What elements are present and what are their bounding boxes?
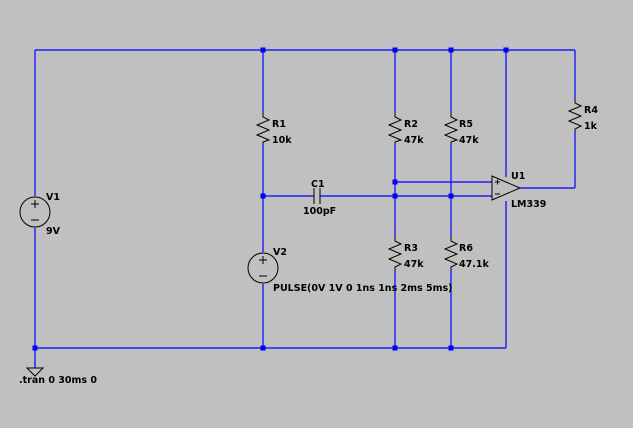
- c1-name-label: C1: [311, 179, 325, 190]
- capacitor-c1[interactable]: [313, 188, 321, 204]
- junction-dot: [260, 193, 266, 199]
- resistor-r2[interactable]: [387, 112, 403, 145]
- source-circle-icon: [247, 252, 279, 284]
- resistor-r5[interactable]: [443, 112, 459, 145]
- resistor-r3[interactable]: [387, 236, 403, 270]
- u1-name-label: U1: [511, 171, 525, 182]
- u1-value-label: LM339: [511, 199, 546, 210]
- r4-name-label: R4: [584, 105, 598, 116]
- r2-value-label: 47k: [404, 135, 424, 146]
- junction-dot: [392, 193, 398, 199]
- junction-dot: [32, 345, 38, 351]
- r4-value-label: 1k: [584, 121, 598, 132]
- spice-directive[interactable]: .tran 0 30ms 0: [19, 375, 97, 386]
- ground-icon[interactable]: [25, 367, 45, 377]
- r3-value-label: 47k: [404, 259, 424, 270]
- v1-value-label: 9V: [46, 226, 61, 237]
- junction-dot: [448, 193, 454, 199]
- v2-value-label: PULSE(0V 1V 0 1ns 1ns 2ms 5ms): [273, 283, 453, 294]
- labels: V1 9V R1 10k C1 100pF V2 PULSE(0V 1V 0 1…: [19, 105, 598, 386]
- junction-dot: [503, 47, 509, 53]
- r2-name-label: R2: [404, 119, 418, 130]
- r6-value-label: 47.1k: [459, 259, 489, 270]
- r3-name-label: R3: [404, 243, 418, 254]
- r1-name-label: R1: [272, 119, 286, 130]
- source-circle-icon: [19, 196, 51, 228]
- wires: [34, 49, 576, 368]
- resistor-r4[interactable]: [567, 98, 583, 132]
- voltage-source-v1[interactable]: [19, 196, 51, 228]
- junction-dot: [260, 47, 266, 53]
- r6-name-label: R6: [459, 243, 473, 254]
- v2-name-label: V2: [273, 247, 287, 258]
- junction-dot: [392, 345, 398, 351]
- c1-value-label: 100pF: [303, 206, 336, 217]
- comparator-u1[interactable]: [491, 175, 522, 201]
- r5-value-label: 47k: [459, 135, 479, 146]
- junctions: [32, 47, 509, 351]
- resistor-r6[interactable]: [443, 236, 459, 270]
- resistor-r1[interactable]: [255, 112, 271, 145]
- r1-value-label: 10k: [272, 135, 292, 146]
- junction-dot: [392, 179, 398, 185]
- r5-name-label: R5: [459, 119, 473, 130]
- v1-name-label: V1: [46, 192, 60, 203]
- junction-dot: [448, 345, 454, 351]
- voltage-source-v2[interactable]: [247, 252, 279, 284]
- junction-dot: [448, 47, 454, 53]
- junction-dot: [392, 47, 398, 53]
- junction-dot: [260, 345, 266, 351]
- comparator-triangle-icon: [491, 175, 522, 201]
